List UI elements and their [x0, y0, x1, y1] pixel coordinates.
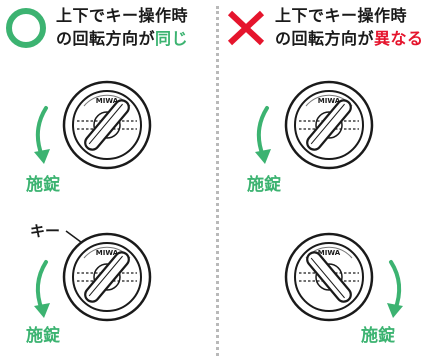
header-accent-same: 同じ — [155, 29, 189, 48]
header-line-1: 上下でキー操作時 — [275, 6, 408, 25]
lock-label-bottom: 施錠 — [361, 326, 395, 346]
same-direction-panel: 上下でキー操作時 の回転方向が同じ MIWA 施錠 キー MIWA 施錠 — [0, 0, 216, 360]
panel-divider — [216, 6, 219, 356]
lock-label-top: 施錠 — [26, 175, 60, 195]
rotation-arrow-ccw — [255, 106, 271, 164]
rotation-arrow-ccw — [34, 260, 50, 318]
header-line-1: 上下でキー操作時 — [56, 6, 189, 25]
header-line-2: の回転方向が異なる — [275, 30, 424, 48]
key-label: キー — [30, 222, 61, 240]
cylinder-brand: MIWA — [318, 97, 341, 105]
cylinder-brand: MIWA — [96, 97, 119, 105]
bottom-cylinder: MIWA — [284, 232, 374, 322]
rotation-arrow-cw — [387, 260, 403, 318]
header-line-2-prefix: の回転方向が — [56, 29, 156, 48]
rotation-arrow-ccw — [34, 106, 50, 164]
cross-icon — [227, 10, 265, 46]
different-direction-panel: 上下でキー操作時 の回転方向が異なる MIWA 施錠 MIWA 施錠 — [219, 0, 435, 360]
cylinder-brand: MIWA — [318, 249, 341, 257]
cylinder-brand: MIWA — [96, 249, 119, 257]
top-cylinder: MIWA — [62, 80, 152, 170]
header-line-2: の回転方向が同じ — [56, 30, 188, 48]
top-cylinder: MIWA — [284, 80, 374, 170]
header-line-2-prefix: の回転方向が — [275, 29, 375, 48]
header-accent-different: 異なる — [374, 29, 424, 48]
lock-label-bottom: 施錠 — [26, 326, 60, 346]
lock-label-top: 施錠 — [247, 175, 281, 195]
circle-icon — [6, 8, 46, 48]
bottom-cylinder: MIWA — [62, 232, 152, 322]
